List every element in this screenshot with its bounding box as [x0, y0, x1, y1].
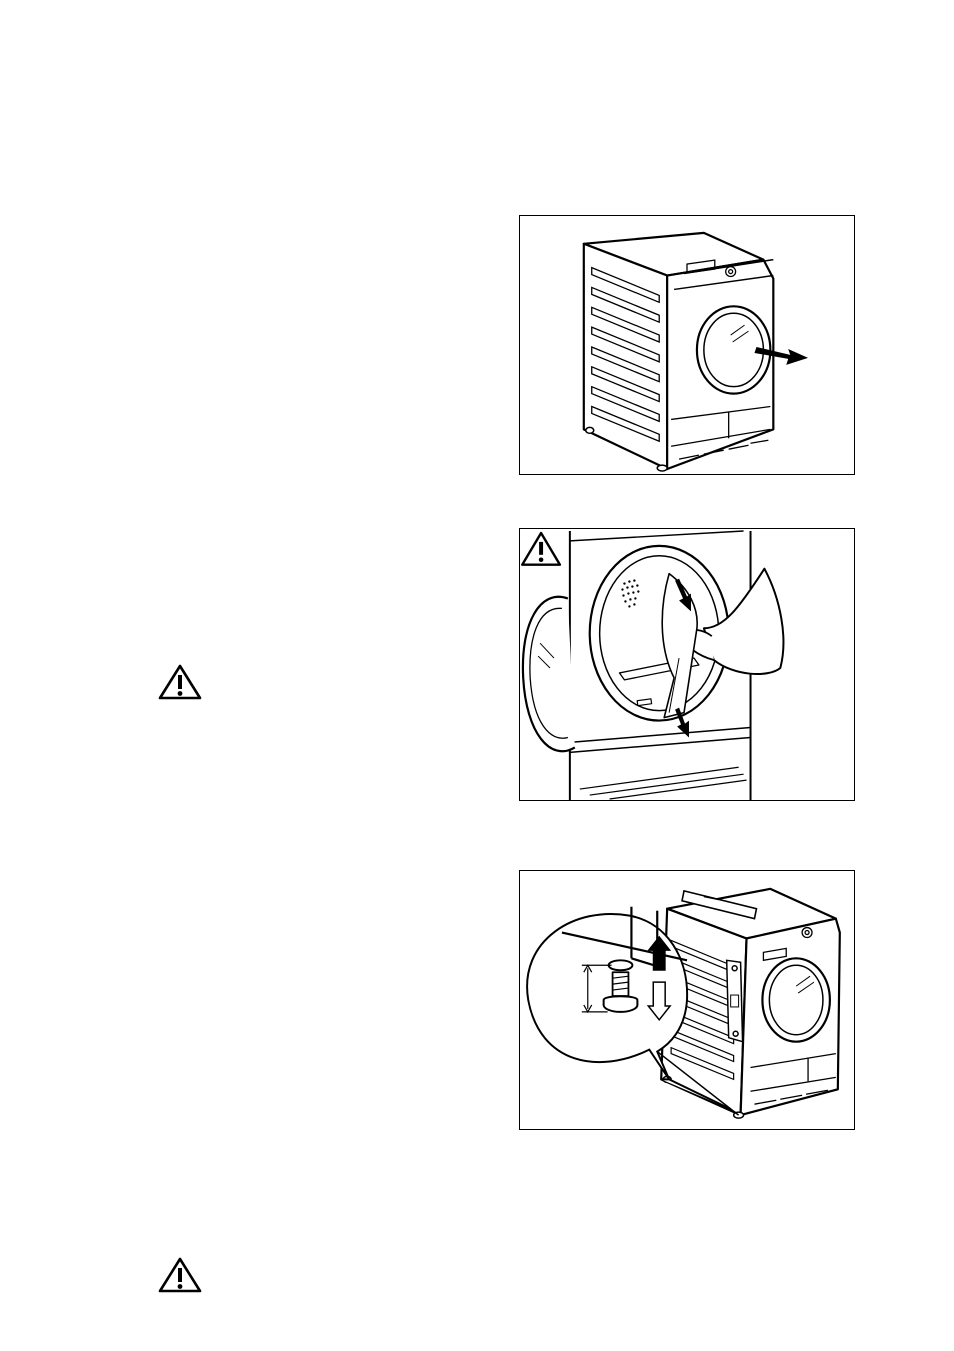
- drum-packaging-removal-illustration: [520, 529, 854, 800]
- figure-level-feet: [519, 870, 855, 1130]
- adjustable-foot-levelling-illustration: [520, 871, 854, 1129]
- warning-triangle-icon: [158, 663, 202, 701]
- figure-remove-packaging: [519, 528, 855, 801]
- dryer-door-pull-illustration: [520, 216, 854, 474]
- warning-triangle-icon: [158, 1256, 202, 1294]
- figure-door-open: [519, 215, 855, 475]
- warning-triangle-icon: [522, 533, 560, 565]
